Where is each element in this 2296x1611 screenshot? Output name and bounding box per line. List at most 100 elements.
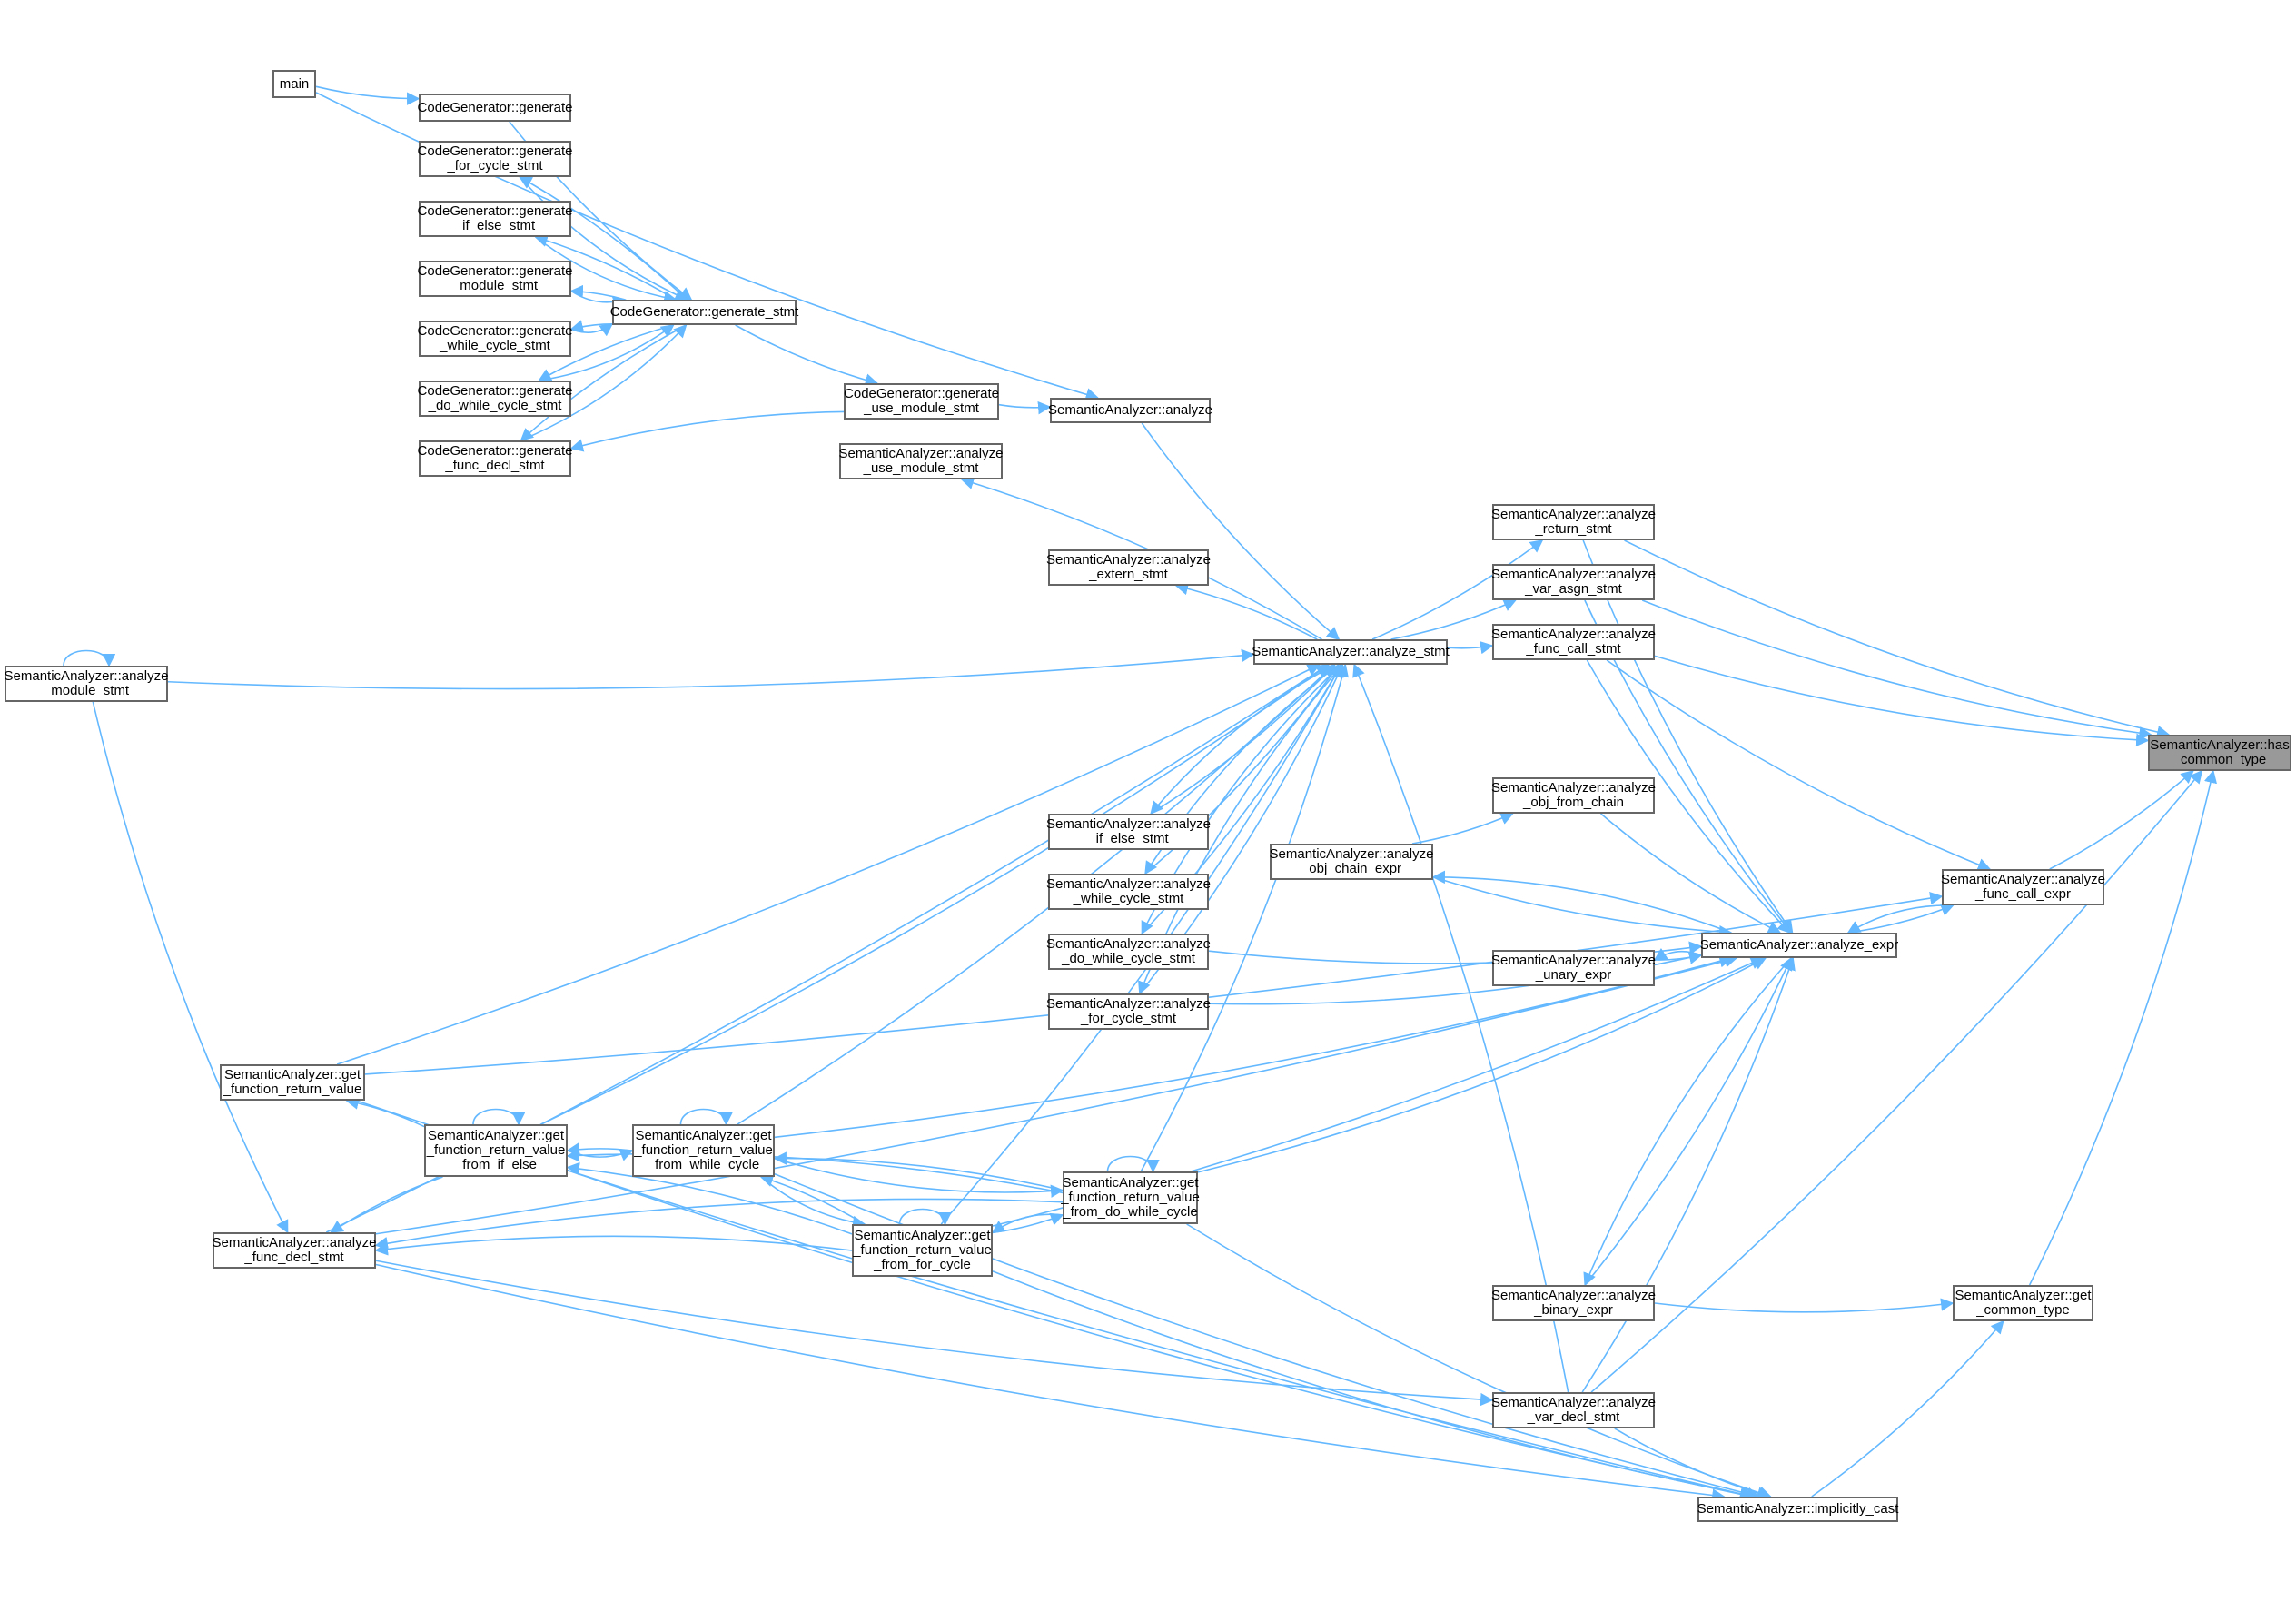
node-analyze-stmt[interactable]: SemanticAnalyzer::analyze_stmt: [1252, 639, 1450, 665]
node-module-stmt[interactable]: SemanticAnalyzer::analyze_module_stmt: [5, 666, 168, 702]
call-edge: [539, 324, 675, 381]
node-label-line: _while_cycle_stmt: [1073, 891, 1184, 906]
node-for-cycle[interactable]: SemanticAnalyzer::analyze_for_cycle_stmt: [1046, 993, 1211, 1030]
node-gfrv-while[interactable]: SemanticAnalyzer::get_function_return_va…: [632, 1124, 775, 1177]
node-binary-expr[interactable]: SemanticAnalyzer::analyze_binary_expr: [1491, 1285, 1656, 1321]
node-label-line: SemanticAnalyzer::analyze: [4, 668, 169, 684]
node-label-line: SemanticAnalyzer::has: [2150, 737, 2290, 753]
call-edge: [1390, 598, 1518, 640]
call-edge: [1411, 812, 1514, 845]
node-label-line: SemanticAnalyzer::analyze: [1046, 552, 1211, 568]
node-obj-chain-expr[interactable]: SemanticAnalyzer::analyze_obj_chain_expr: [1270, 844, 1433, 880]
node-label-line: SemanticAnalyzer::analyze: [1046, 936, 1211, 952]
node-unary-expr[interactable]: SemanticAnalyzer::analyze_unary_expr: [1491, 950, 1656, 986]
node-gen-module[interactable]: CodeGenerator::generate_module_stmt: [418, 261, 572, 297]
node-var-asgn[interactable]: SemanticAnalyzer::analyze_var_asgn_stmt: [1491, 564, 1656, 600]
node-label-line: SemanticAnalyzer::analyze: [838, 446, 1004, 461]
node-label-line: _return_stmt: [1535, 521, 1612, 537]
node-gen-for[interactable]: CodeGenerator::generate_for_cycle_stmt: [418, 141, 572, 177]
call-edge: [336, 664, 1321, 1065]
node-gfrv-for[interactable]: SemanticAnalyzer::get_function_return_va…: [852, 1224, 993, 1277]
node-label-line: _func_call_stmt: [1526, 641, 1621, 657]
call-edge: [569, 410, 845, 452]
call-edge: [167, 648, 1255, 690]
call-edge: [535, 236, 678, 304]
call-edge: [374, 1235, 853, 1256]
call-edge: [1431, 870, 1732, 934]
node-gfrv-if[interactable]: SemanticAnalyzer::get_function_return_va…: [424, 1124, 568, 1177]
node-obj-from-chain[interactable]: SemanticAnalyzer::analyze_obj_from_chain: [1491, 777, 1656, 814]
node-label-line: _function_return_value: [634, 1142, 773, 1158]
call-edge: [1606, 659, 1992, 871]
node-label-line: _obj_chain_expr: [1301, 861, 1402, 876]
node-gen-func-decl[interactable]: CodeGenerator::generate_func_decl_stmt: [418, 440, 572, 477]
node-main[interactable]: main: [272, 70, 316, 98]
node-label-line: SemanticAnalyzer::get: [223, 1067, 361, 1082]
node-label-line: SemanticAnalyzer::analyze: [1491, 953, 1656, 968]
node-gen-if[interactable]: CodeGenerator::generate_if_else_stmt: [418, 201, 572, 237]
node-implicitly-cast[interactable]: SemanticAnalyzer::implicitly_cast: [1697, 1497, 1898, 1522]
node-label-line: CodeGenerator::generate: [844, 386, 999, 401]
node-label-line: _common_type: [2172, 752, 2267, 767]
call-edge: [566, 1161, 853, 1235]
node-label-line: SemanticAnalyzer::analyze: [1048, 402, 1212, 418]
call-edge: [1847, 904, 1955, 934]
node-label-line: CodeGenerator::generate_stmt: [609, 304, 799, 320]
node-label-line: _from_while_cycle: [647, 1157, 760, 1172]
node-use-module[interactable]: SemanticAnalyzer::analyze_use_module_stm…: [839, 443, 1003, 479]
node-if-else[interactable]: SemanticAnalyzer::analyze_if_else_stmt: [1046, 814, 1211, 850]
node-extern-stmt[interactable]: SemanticAnalyzer::analyze_extern_stmt: [1046, 549, 1211, 586]
call-edge: [773, 1151, 1064, 1191]
node-has-common-type[interactable]: SemanticAnalyzer::has_common_type: [2148, 735, 2291, 771]
node-label-line: _do_while_cycle_stmt: [428, 398, 562, 413]
node-label-line: _unary_expr: [1535, 967, 1612, 983]
node-label-line: SemanticAnalyzer::get: [635, 1128, 772, 1143]
node-label-line: CodeGenerator::generate: [417, 99, 573, 115]
node-label-line: _from_do_while_cycle: [1063, 1204, 1198, 1220]
node-label-line: _while_cycle_stmt: [440, 338, 550, 353]
call-edge: [1846, 904, 1954, 934]
call-edge: [540, 664, 1331, 1125]
node-label-line: _var_decl_stmt: [1527, 1409, 1620, 1425]
call-edge: [1641, 599, 2152, 740]
node-gfrv-do[interactable]: SemanticAnalyzer::get_function_return_va…: [1061, 1171, 1200, 1224]
call-edge: [760, 1176, 866, 1230]
node-analyze-expr[interactable]: SemanticAnalyzer::analyze_expr: [1700, 933, 1898, 958]
node-generate[interactable]: CodeGenerator::generate: [417, 94, 573, 122]
node-label-line: CodeGenerator::generate: [417, 383, 573, 399]
node-label-line: _var_asgn_stmt: [1525, 581, 1622, 597]
node-label-line: _function_return_value: [1061, 1190, 1200, 1205]
node-do-while[interactable]: SemanticAnalyzer::analyze_do_while_cycle…: [1046, 934, 1211, 970]
node-func-call-expr[interactable]: SemanticAnalyzer::analyze_func_call_expr: [1941, 869, 2105, 905]
node-while-cycle[interactable]: SemanticAnalyzer::analyze_while_cycle_st…: [1046, 874, 1211, 910]
node-analyze[interactable]: SemanticAnalyzer::analyze: [1048, 398, 1212, 423]
node-generate-stmt[interactable]: CodeGenerator::generate_stmt: [609, 300, 799, 325]
node-label-line: _extern_stmt: [1089, 567, 1168, 582]
node-gfrv[interactable]: SemanticAnalyzer::get_function_return_va…: [220, 1064, 365, 1101]
node-gen-while[interactable]: CodeGenerator::generate_while_cycle_stmt: [418, 321, 572, 357]
call-edge: [1432, 876, 1733, 939]
call-edge: [774, 954, 1733, 1139]
call-edge: [538, 324, 674, 381]
node-label-line: SemanticAnalyzer::analyze: [1491, 627, 1656, 642]
node-label-line: SemanticAnalyzer::analyze: [1491, 1288, 1656, 1303]
call-edge: [375, 1263, 1726, 1502]
node-label-line: _function_return_value: [426, 1142, 566, 1158]
node-var-decl[interactable]: SemanticAnalyzer::analyze_var_decl_stmt: [1491, 1392, 1656, 1428]
node-label-line: _do_while_cycle_stmt: [1062, 951, 1195, 966]
node-label-line: main: [279, 75, 310, 92]
call-edge: [991, 1213, 1064, 1234]
node-func-decl[interactable]: SemanticAnalyzer::analyze_func_decl_stmt: [213, 1232, 376, 1269]
node-get-common-type[interactable]: SemanticAnalyzer::get_common_type: [1953, 1285, 2093, 1321]
call-edge: [1581, 956, 1796, 1393]
call-edge: [1197, 957, 1767, 1173]
node-gen-do[interactable]: CodeGenerator::generate_do_while_cycle_s…: [417, 381, 573, 417]
call-edge: [774, 1157, 1064, 1198]
node-func-call-stmt[interactable]: SemanticAnalyzer::analyze_func_call_stmt: [1491, 624, 1656, 660]
node-return-stmt[interactable]: SemanticAnalyzer::analyze_return_stmt: [1491, 504, 1656, 540]
node-gen-use-module[interactable]: CodeGenerator::generate_use_module_stmt: [844, 383, 999, 420]
call-edge: [2028, 769, 2217, 1286]
node-label-line: SemanticAnalyzer::get: [1955, 1288, 2092, 1303]
node-label-line: SemanticAnalyzer::implicitly_cast: [1697, 1501, 1899, 1517]
